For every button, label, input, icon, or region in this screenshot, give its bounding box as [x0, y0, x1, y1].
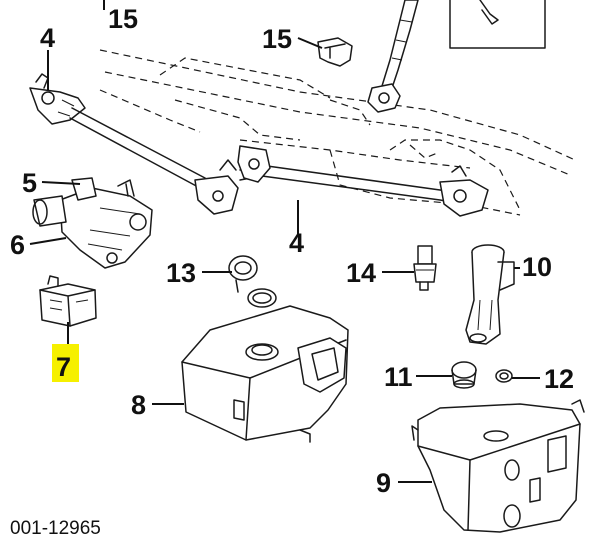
- callout-7: 7: [56, 352, 71, 382]
- wiper-motor: [32, 177, 153, 269]
- reference-code: 001-12965: [10, 518, 101, 539]
- cowl-outline: [99, 49, 576, 216]
- leader-6: [29, 237, 67, 245]
- reservoir-body-part-9: [411, 399, 585, 533]
- callout-6: 6: [10, 230, 25, 260]
- callout-5: 5: [22, 168, 37, 198]
- clip-part-15: [317, 37, 353, 67]
- inset-frame: [449, 0, 546, 49]
- callout-4-linkage: 4: [289, 228, 304, 258]
- wiper-linkage: [29, 73, 489, 217]
- relay-part-7: [39, 275, 97, 327]
- washer-pump-part-14: [413, 245, 437, 291]
- callout-14: 14: [346, 258, 376, 288]
- leader-lines: [29, 0, 540, 483]
- callout-15-top: 15: [108, 4, 138, 34]
- grommet-part-12: [495, 369, 513, 383]
- callout-9: 9: [376, 468, 391, 498]
- callout-12: 12: [544, 364, 574, 394]
- callout-10: 10: [522, 252, 552, 282]
- callout-7-highlight: [52, 344, 79, 382]
- callout-11: 11: [384, 362, 413, 392]
- grommet-part-11: [451, 361, 477, 389]
- wiper-arm: [367, 0, 419, 113]
- washer-reservoir-part-8: [181, 305, 349, 443]
- filler-neck-part-10: [465, 244, 515, 345]
- leader-5: [41, 181, 81, 185]
- callout-4-left-pivot: 4: [40, 23, 55, 53]
- callout-15-clip: 15: [262, 24, 292, 54]
- reservoir-cap-part-13: [228, 255, 277, 308]
- callout-8: 8: [131, 390, 146, 420]
- callout-labels: 15 15 4 5 6 4 13 14 10 7 8 11 12 9: [10, 4, 574, 498]
- callout-13: 13: [166, 258, 196, 288]
- leader-15b: [297, 37, 323, 49]
